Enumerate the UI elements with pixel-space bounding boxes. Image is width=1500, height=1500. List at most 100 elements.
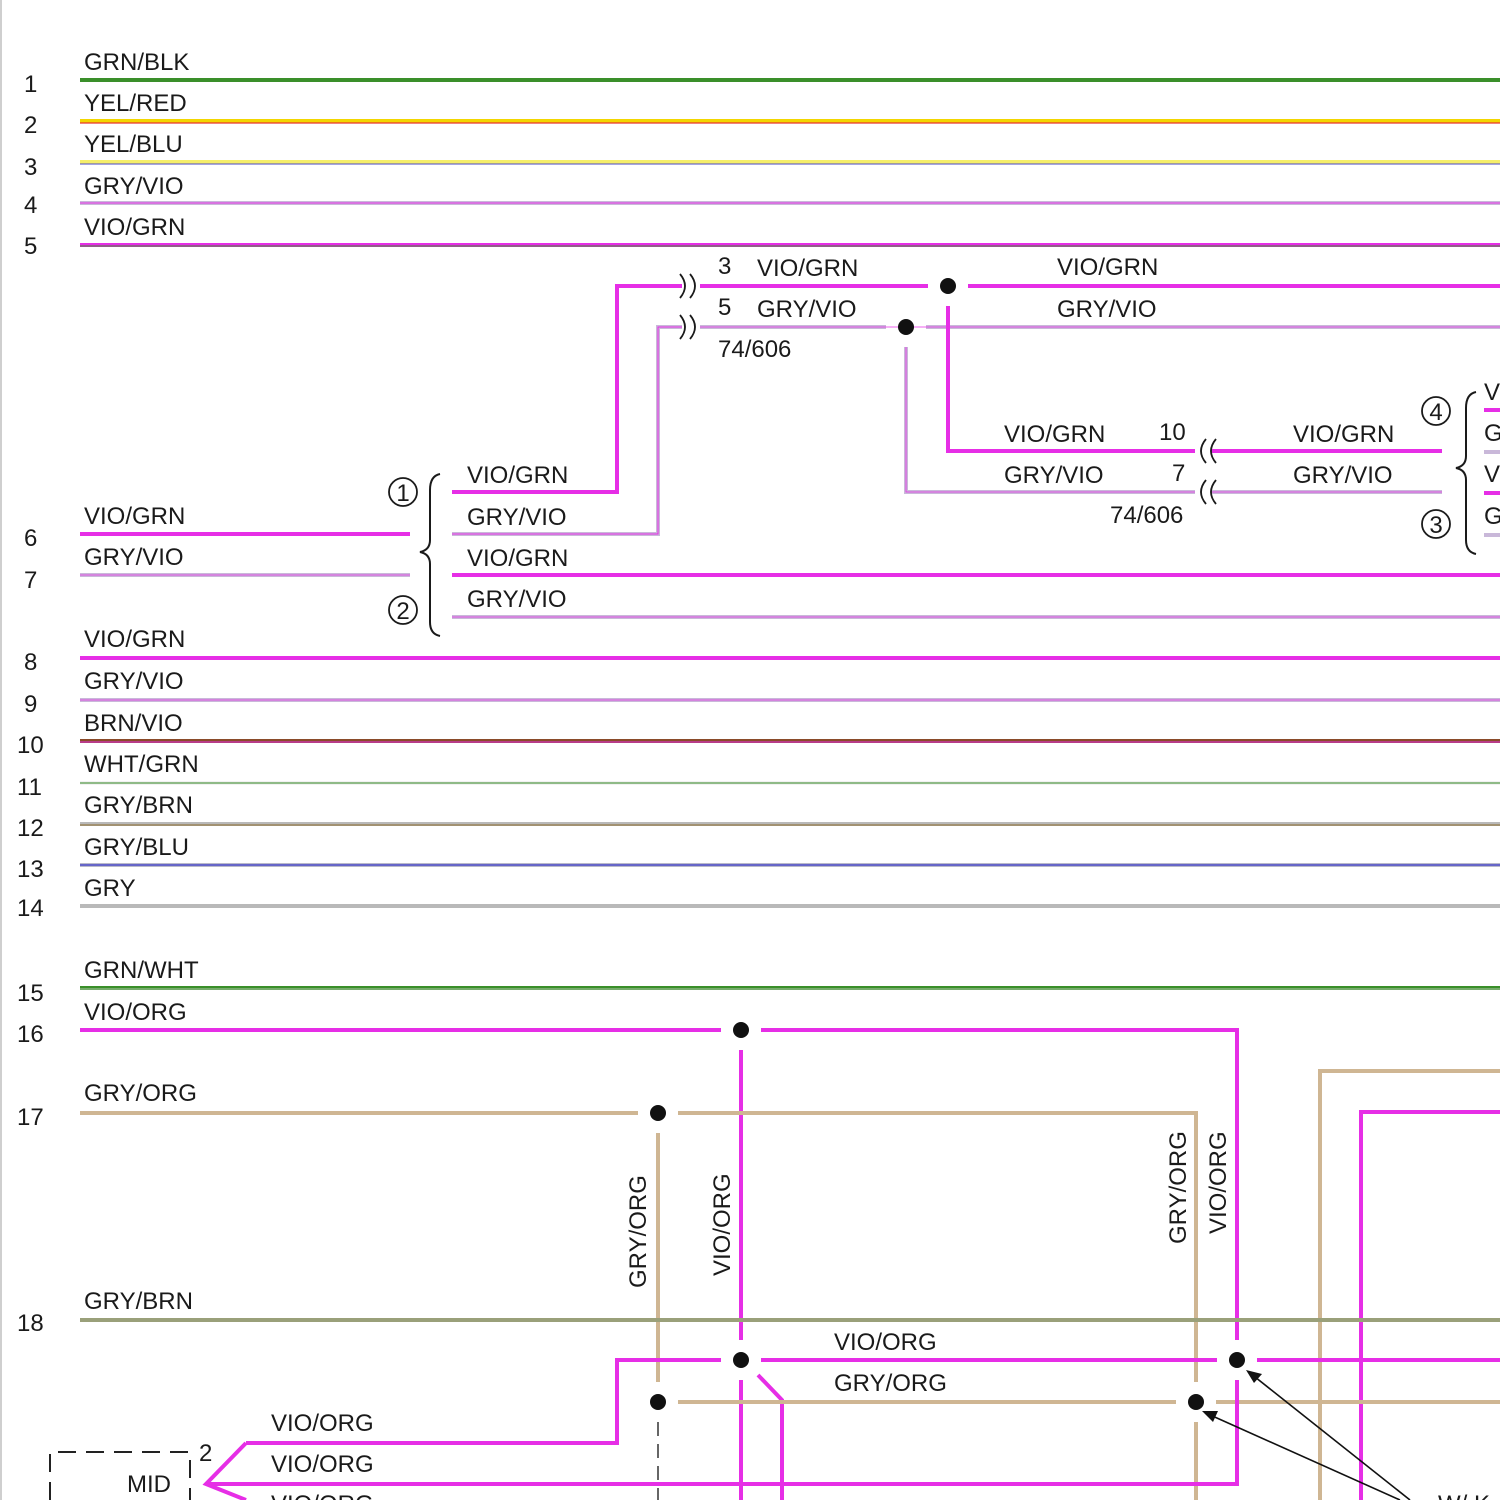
arrowhead <box>1202 1411 1218 1422</box>
wire-label: GRY/BRN <box>84 792 193 819</box>
wire-label: VIO/GRN <box>1057 254 1158 281</box>
wire-label: GRY/ORG <box>834 1370 947 1397</box>
pin-number: 7 <box>1172 460 1185 487</box>
splice-dot <box>898 319 914 335</box>
wire-label: GRY/VIO <box>467 504 567 531</box>
callout-number: 3 <box>1429 512 1442 539</box>
connector-symbol <box>680 315 695 339</box>
row-number: 11 <box>17 774 42 801</box>
branch-group: VIO/GRN GRY/VIO 1 2 VIO/GRN GRY/VIO VIO/… <box>80 462 1500 636</box>
wire-label: GRN/BLK <box>84 49 189 76</box>
callout-number: 4 <box>1429 399 1442 426</box>
wires-middle: VIO/GRN GRY/VIO BRN/VIO WHT/GRN GRY/BRN … <box>80 626 1500 906</box>
wire-label: YEL/RED <box>84 90 187 117</box>
wire-gry-vio-up-stripe <box>452 327 682 534</box>
wire-label: VIO/GRN <box>1293 421 1394 448</box>
wire-label: VIO/GRN <box>467 462 568 489</box>
wire-label: GRY/VIO <box>467 586 567 613</box>
wire-label: VIO/GRN <box>84 626 185 653</box>
wire-label: GRY/ORG <box>84 1080 197 1107</box>
row-number: 10 <box>17 732 44 759</box>
row-number: 9 <box>24 691 37 718</box>
callout-number: 1 <box>396 480 409 507</box>
vertical-wire-label: VIO/ORG <box>1205 1131 1232 1234</box>
wire-label: VIO/ORG <box>834 1329 937 1356</box>
wire-vio-org-bend <box>758 1375 782 1500</box>
wire-vio-org-far <box>1361 1112 1500 1500</box>
splice-dot <box>940 278 956 294</box>
row-number: 14 <box>17 895 44 922</box>
wire-gry-org-far <box>1320 1071 1500 1500</box>
pointer-arrow <box>1250 1373 1410 1500</box>
pin-number: 10 <box>1159 419 1186 446</box>
wires-top <box>80 80 1500 246</box>
row-number: 6 <box>24 525 37 552</box>
wire-label: GRY/VIO <box>84 668 184 695</box>
row-number: 8 <box>24 649 37 676</box>
vertical-wire-label: VIO/ORG <box>709 1173 736 1276</box>
vertical-wire-label: GRY/ORG <box>1165 1131 1192 1244</box>
splice-dot <box>650 1105 666 1121</box>
wires-bottom: GRN/WHT VIO/ORG GRY/ORG GRY/BRN GRY/ORG … <box>50 957 1500 1500</box>
wire-label: YEL/BLU <box>84 131 183 158</box>
wire-label: GRY/VIO <box>757 296 857 323</box>
splice-dot <box>733 1022 749 1038</box>
row-number: 18 <box>17 1310 44 1337</box>
wire-label: VIO/ORG <box>271 1451 374 1478</box>
row-number: 4 <box>24 192 37 219</box>
wire-label: WHT/GRN <box>84 751 199 778</box>
wire-label: VIO/GRN <box>467 545 568 572</box>
connector-code: 74/606 <box>1110 502 1183 529</box>
splice-dot <box>650 1394 666 1410</box>
right-group: 4 3 V G V G <box>1422 379 1500 554</box>
pin-number: 2 <box>199 1440 212 1467</box>
splice-dot <box>733 1352 749 1368</box>
wire-label: GRY/VIO <box>1293 462 1393 489</box>
row-number: 13 <box>17 856 44 883</box>
splice-dot <box>1229 1352 1245 1368</box>
wire-label: VIO/GRN <box>84 214 185 241</box>
connector-symbol <box>680 274 695 298</box>
connector-code: 74/606 <box>718 336 791 363</box>
connector-mid: VIO/GRN GRY/VIO 10 7 VIO/GRN GRY/VIO 74/… <box>1004 419 1442 529</box>
wire-label: BRN/VIO <box>84 710 183 737</box>
wire-label: VIO/ORG <box>271 1410 374 1437</box>
wire-label-cut: G <box>1484 503 1500 530</box>
cut-label: W/ K <box>1438 1491 1490 1500</box>
mid-label: MID <box>127 1471 171 1498</box>
wire-label-cut: V <box>1484 379 1500 406</box>
vertical-wire-label: GRY/ORG <box>625 1175 652 1288</box>
row-number: 15 <box>17 980 44 1007</box>
row-number: 3 <box>24 154 37 181</box>
wire-label: GRY/VIO <box>1004 462 1104 489</box>
row-number: 2 <box>24 112 37 139</box>
row-number: 5 <box>24 233 37 260</box>
wire-label: GRY <box>84 875 136 902</box>
wire-label-cut: G <box>1484 420 1500 447</box>
wire-label: VIO/GRN <box>757 255 858 282</box>
wire-label: GRY/VIO <box>1057 296 1157 323</box>
row-number: 1 <box>24 71 37 98</box>
wire-gry-org-17-right <box>678 1113 1196 1382</box>
wire-gry-vio-up <box>452 327 682 534</box>
pin-number: 3 <box>718 253 731 280</box>
brace <box>1456 392 1476 554</box>
row-number: 12 <box>17 815 44 842</box>
pin-number: 5 <box>718 294 731 321</box>
wire-label: VIO/GRN <box>1004 421 1105 448</box>
wire-label: GRY/VIO <box>84 173 184 200</box>
wire-label: VIO/ORG <box>84 999 187 1026</box>
callout-number: 2 <box>396 598 409 625</box>
splice-dot <box>1188 1394 1204 1410</box>
row-numbers: 1 2 3 4 5 6 7 8 9 10 11 12 13 14 15 16 1… <box>17 71 44 1337</box>
wire-label: GRY/BRN <box>84 1288 193 1315</box>
row-number: 16 <box>17 1021 44 1048</box>
wire-label: GRY/VIO <box>84 544 184 571</box>
row-number: 17 <box>17 1104 44 1131</box>
wire-label-cut: V <box>1484 461 1500 488</box>
brace <box>420 474 440 636</box>
wire-label: VIO/ORG <box>271 1491 374 1500</box>
row-number: 7 <box>24 567 37 594</box>
wire-label: GRY/BLU <box>84 834 189 861</box>
